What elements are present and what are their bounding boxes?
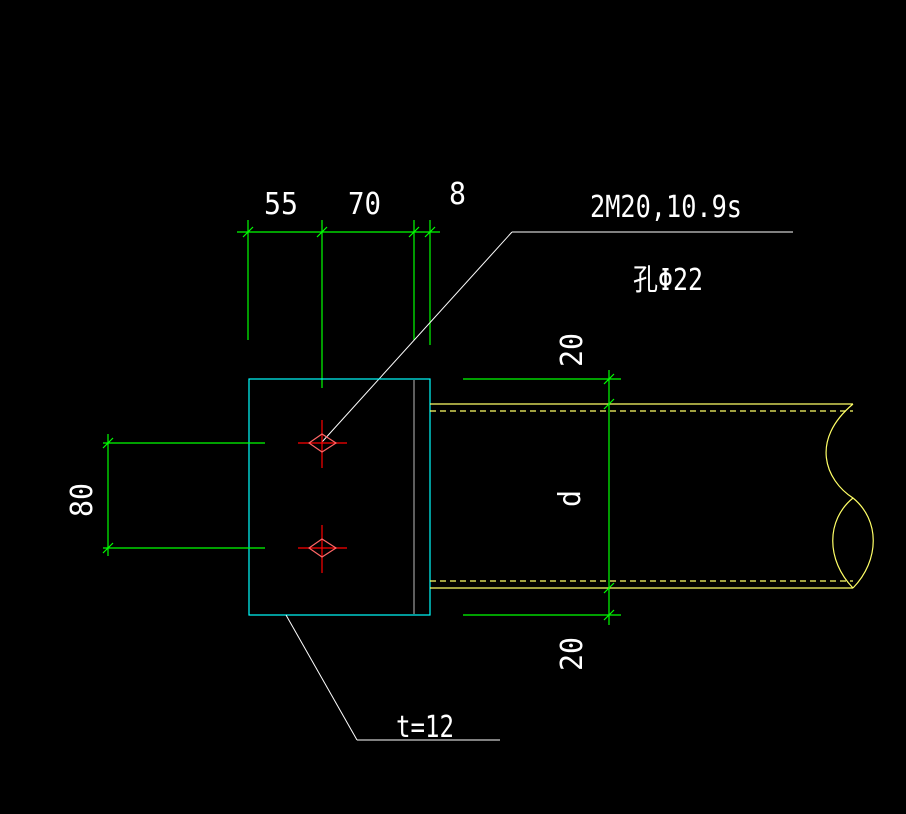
end-plate: [248, 378, 431, 616]
bolt-spec-label: 2M20,10.9s: [590, 190, 742, 225]
bolt-leader: [321, 231, 793, 443]
tick-2: [316, 226, 328, 238]
top-dimension-chain: [237, 220, 440, 388]
pipe-dimension-chain: [463, 370, 621, 625]
tick-4: [424, 226, 436, 238]
dim-label-55: 55: [264, 187, 298, 222]
bolt-hole-top: [298, 420, 347, 468]
dim-label-20-top: 20: [555, 333, 590, 367]
tick-3: [408, 226, 420, 238]
plate-thickness-label: t=12: [396, 710, 454, 745]
dim-label-8: 8: [449, 177, 466, 212]
end-plate-outline: [248, 378, 431, 616]
hole-spec-label: 孔Φ22: [633, 263, 703, 298]
dim-label-20-bottom: 20: [555, 637, 590, 671]
pipe: [430, 403, 874, 589]
thickness-leader-diagonal: [285, 614, 358, 741]
dim-label-d: d: [553, 490, 588, 507]
dim-label-70: 70: [348, 187, 381, 222]
dim-label-80: 80: [65, 483, 100, 517]
leader-diagonal: [321, 231, 513, 443]
tick-1: [242, 226, 254, 238]
plate-thickness-leader: [285, 614, 500, 741]
pipe-break-symbol: [825, 403, 874, 589]
bolt-hole-bottom: [298, 525, 347, 573]
bolt-spacing-dimension: [102, 434, 265, 556]
